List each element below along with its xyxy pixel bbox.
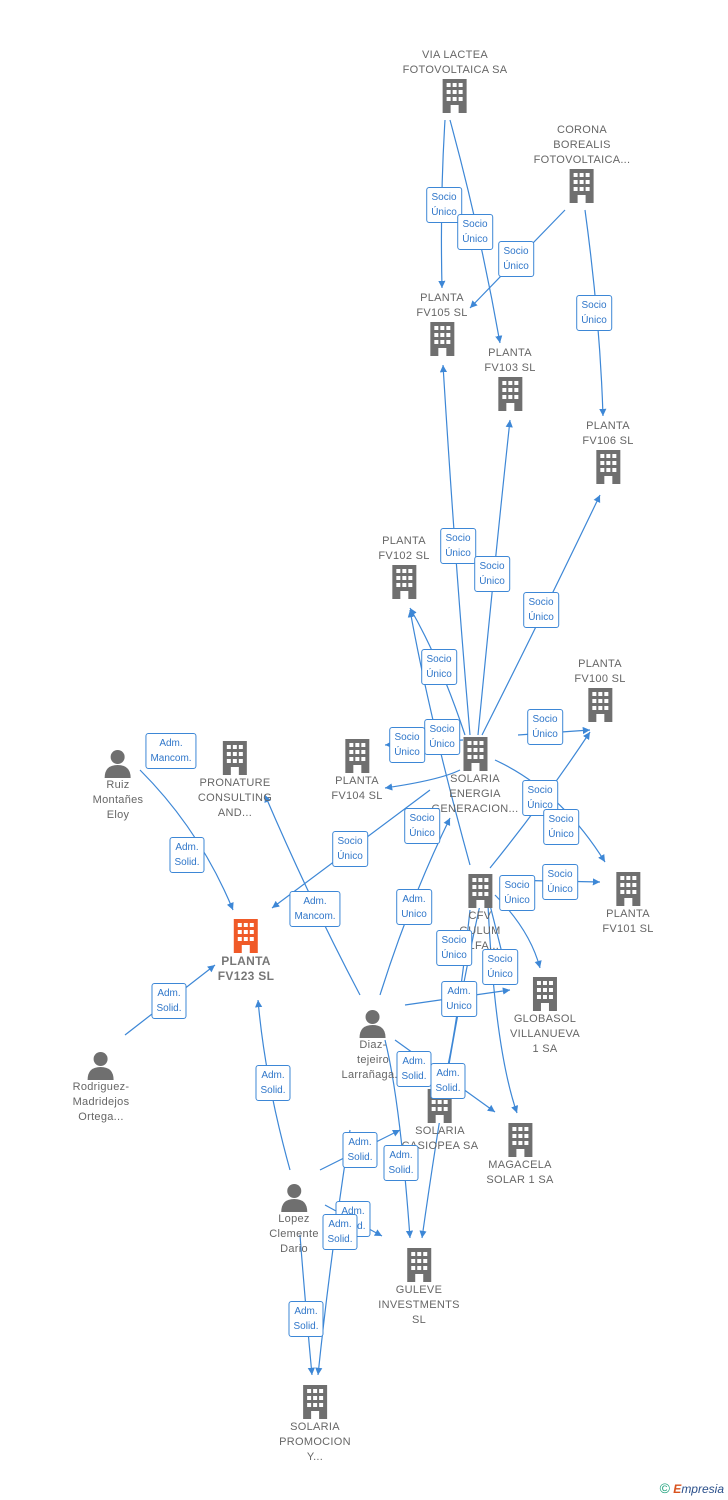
building-icon	[407, 1248, 431, 1282]
building-icon-focus	[234, 919, 258, 953]
relation-badge[interactable]: Adm. Solid.	[342, 1132, 378, 1168]
building-icon	[344, 739, 369, 773]
relation-badge[interactable]: Socio Único	[440, 528, 476, 564]
empresia-watermark: © Empresia	[659, 1480, 724, 1496]
building-icon	[391, 565, 416, 599]
building-icon	[467, 874, 492, 908]
relation-badge[interactable]: Socio Único	[542, 864, 578, 900]
building-icon	[615, 872, 640, 906]
relation-badge[interactable]: Socio Único	[436, 930, 472, 966]
relation-badge[interactable]: Adm. Solid.	[396, 1051, 432, 1087]
person-icon	[88, 1052, 114, 1080]
relation-badge[interactable]: Socio Único	[523, 592, 559, 628]
building-icon	[507, 1123, 532, 1157]
company-globasol[interactable]: GLOBASOL VILLANUEVA 1 SA	[510, 976, 580, 1057]
relation-badge[interactable]: Socio Único	[543, 809, 579, 845]
relation-badge[interactable]: Adm. Solid.	[151, 983, 187, 1019]
company-fv101[interactable]: PLANTA FV101 SL	[602, 871, 653, 937]
relation-badge[interactable]: Socio Único	[474, 556, 510, 592]
relation-badge[interactable]: Adm. Solid.	[169, 837, 205, 873]
relation-badge[interactable]: Socio Único	[424, 719, 460, 755]
building-icon	[429, 322, 454, 356]
building-icon	[463, 737, 487, 771]
company-via-lactea[interactable]: VIA LACTEA FOTOVOLTAICA SA	[403, 48, 508, 114]
relation-badge[interactable]: Socio Único	[499, 875, 535, 911]
person-lopez[interactable]: Lopez Clemente Dario	[269, 1182, 318, 1257]
company-promocion[interactable]: SOLARIA PROMOCION Y...	[279, 1384, 351, 1465]
person-rodriguez[interactable]: Rodriguez- Madridejos Ortega...	[73, 1050, 130, 1125]
company-guleve[interactable]: GULEVE INVESTMENTS SL	[378, 1247, 460, 1328]
company-fv104[interactable]: PLANTA FV104 SL	[331, 738, 382, 804]
company-fv100[interactable]: PLANTA FV100 SL	[574, 657, 625, 723]
relation-badge[interactable]: Adm. Solid.	[322, 1214, 358, 1250]
person-icon	[105, 750, 131, 778]
relation-badge[interactable]: Adm. Unico	[396, 889, 432, 925]
relation-badge[interactable]: Socio Único	[482, 949, 518, 985]
company-magacela[interactable]: MAGACELA SOLAR 1 SA	[486, 1122, 553, 1188]
company-pronature[interactable]: PRONATURE CONSULTING AND...	[198, 740, 272, 821]
building-icon	[587, 688, 612, 722]
relation-badge[interactable]: Adm. Solid.	[383, 1145, 419, 1181]
building-icon	[497, 377, 522, 411]
relation-badge[interactable]: Socio Único	[426, 187, 462, 223]
relation-badge[interactable]: Adm. Mancom.	[289, 891, 341, 927]
company-cfv[interactable]: CFV GULUM ALFA...	[459, 873, 500, 954]
building-icon	[302, 1385, 327, 1419]
company-corona[interactable]: CORONA BOREALIS FOTOVOLTAICA...	[534, 123, 631, 204]
relation-badge[interactable]: Adm. Unico	[441, 981, 477, 1017]
building-icon	[569, 169, 594, 203]
company-fv102[interactable]: PLANTA FV102 SL	[378, 534, 429, 600]
relation-badge[interactable]: Adm. Mancom.	[145, 733, 197, 769]
building-icon	[533, 977, 557, 1011]
person-icon	[280, 1184, 307, 1212]
building-icon	[443, 79, 467, 113]
relation-badge[interactable]: Adm. Solid.	[288, 1301, 324, 1337]
relation-badge[interactable]: Socio Único	[576, 295, 612, 331]
building-icon	[223, 741, 247, 775]
company-fv103[interactable]: PLANTA FV103 SL	[484, 346, 535, 412]
relation-badge[interactable]: Socio Único	[457, 214, 493, 250]
relation-badge[interactable]: Adm. Solid.	[255, 1065, 291, 1101]
relation-badge[interactable]: Adm. Solid.	[430, 1063, 466, 1099]
relation-badge[interactable]: Socio Único	[404, 808, 440, 844]
relation-badge[interactable]: Socio Único	[421, 649, 457, 685]
relation-badge[interactable]: Socio Único	[498, 241, 534, 277]
person-diaz[interactable]: Diaz- tejeiro Larrañaga...	[342, 1008, 405, 1083]
building-icon	[595, 450, 620, 484]
relation-badge[interactable]: Socio Único	[527, 709, 563, 745]
company-fv106[interactable]: PLANTA FV106 SL	[582, 419, 633, 485]
relation-badge[interactable]: Socio Único	[332, 831, 368, 867]
company-fv105[interactable]: PLANTA FV105 SL	[416, 291, 467, 357]
person-ruiz[interactable]: Ruiz Montañes Eloy	[93, 748, 144, 823]
person-icon	[359, 1010, 386, 1038]
company-fv123-focus[interactable]: PLANTA FV123 SL	[218, 918, 274, 984]
company-solaria-energia[interactable]: SOLARIA ENERGIA GENERACION...	[431, 736, 518, 817]
relation-badge[interactable]: Socio Único	[389, 727, 425, 763]
